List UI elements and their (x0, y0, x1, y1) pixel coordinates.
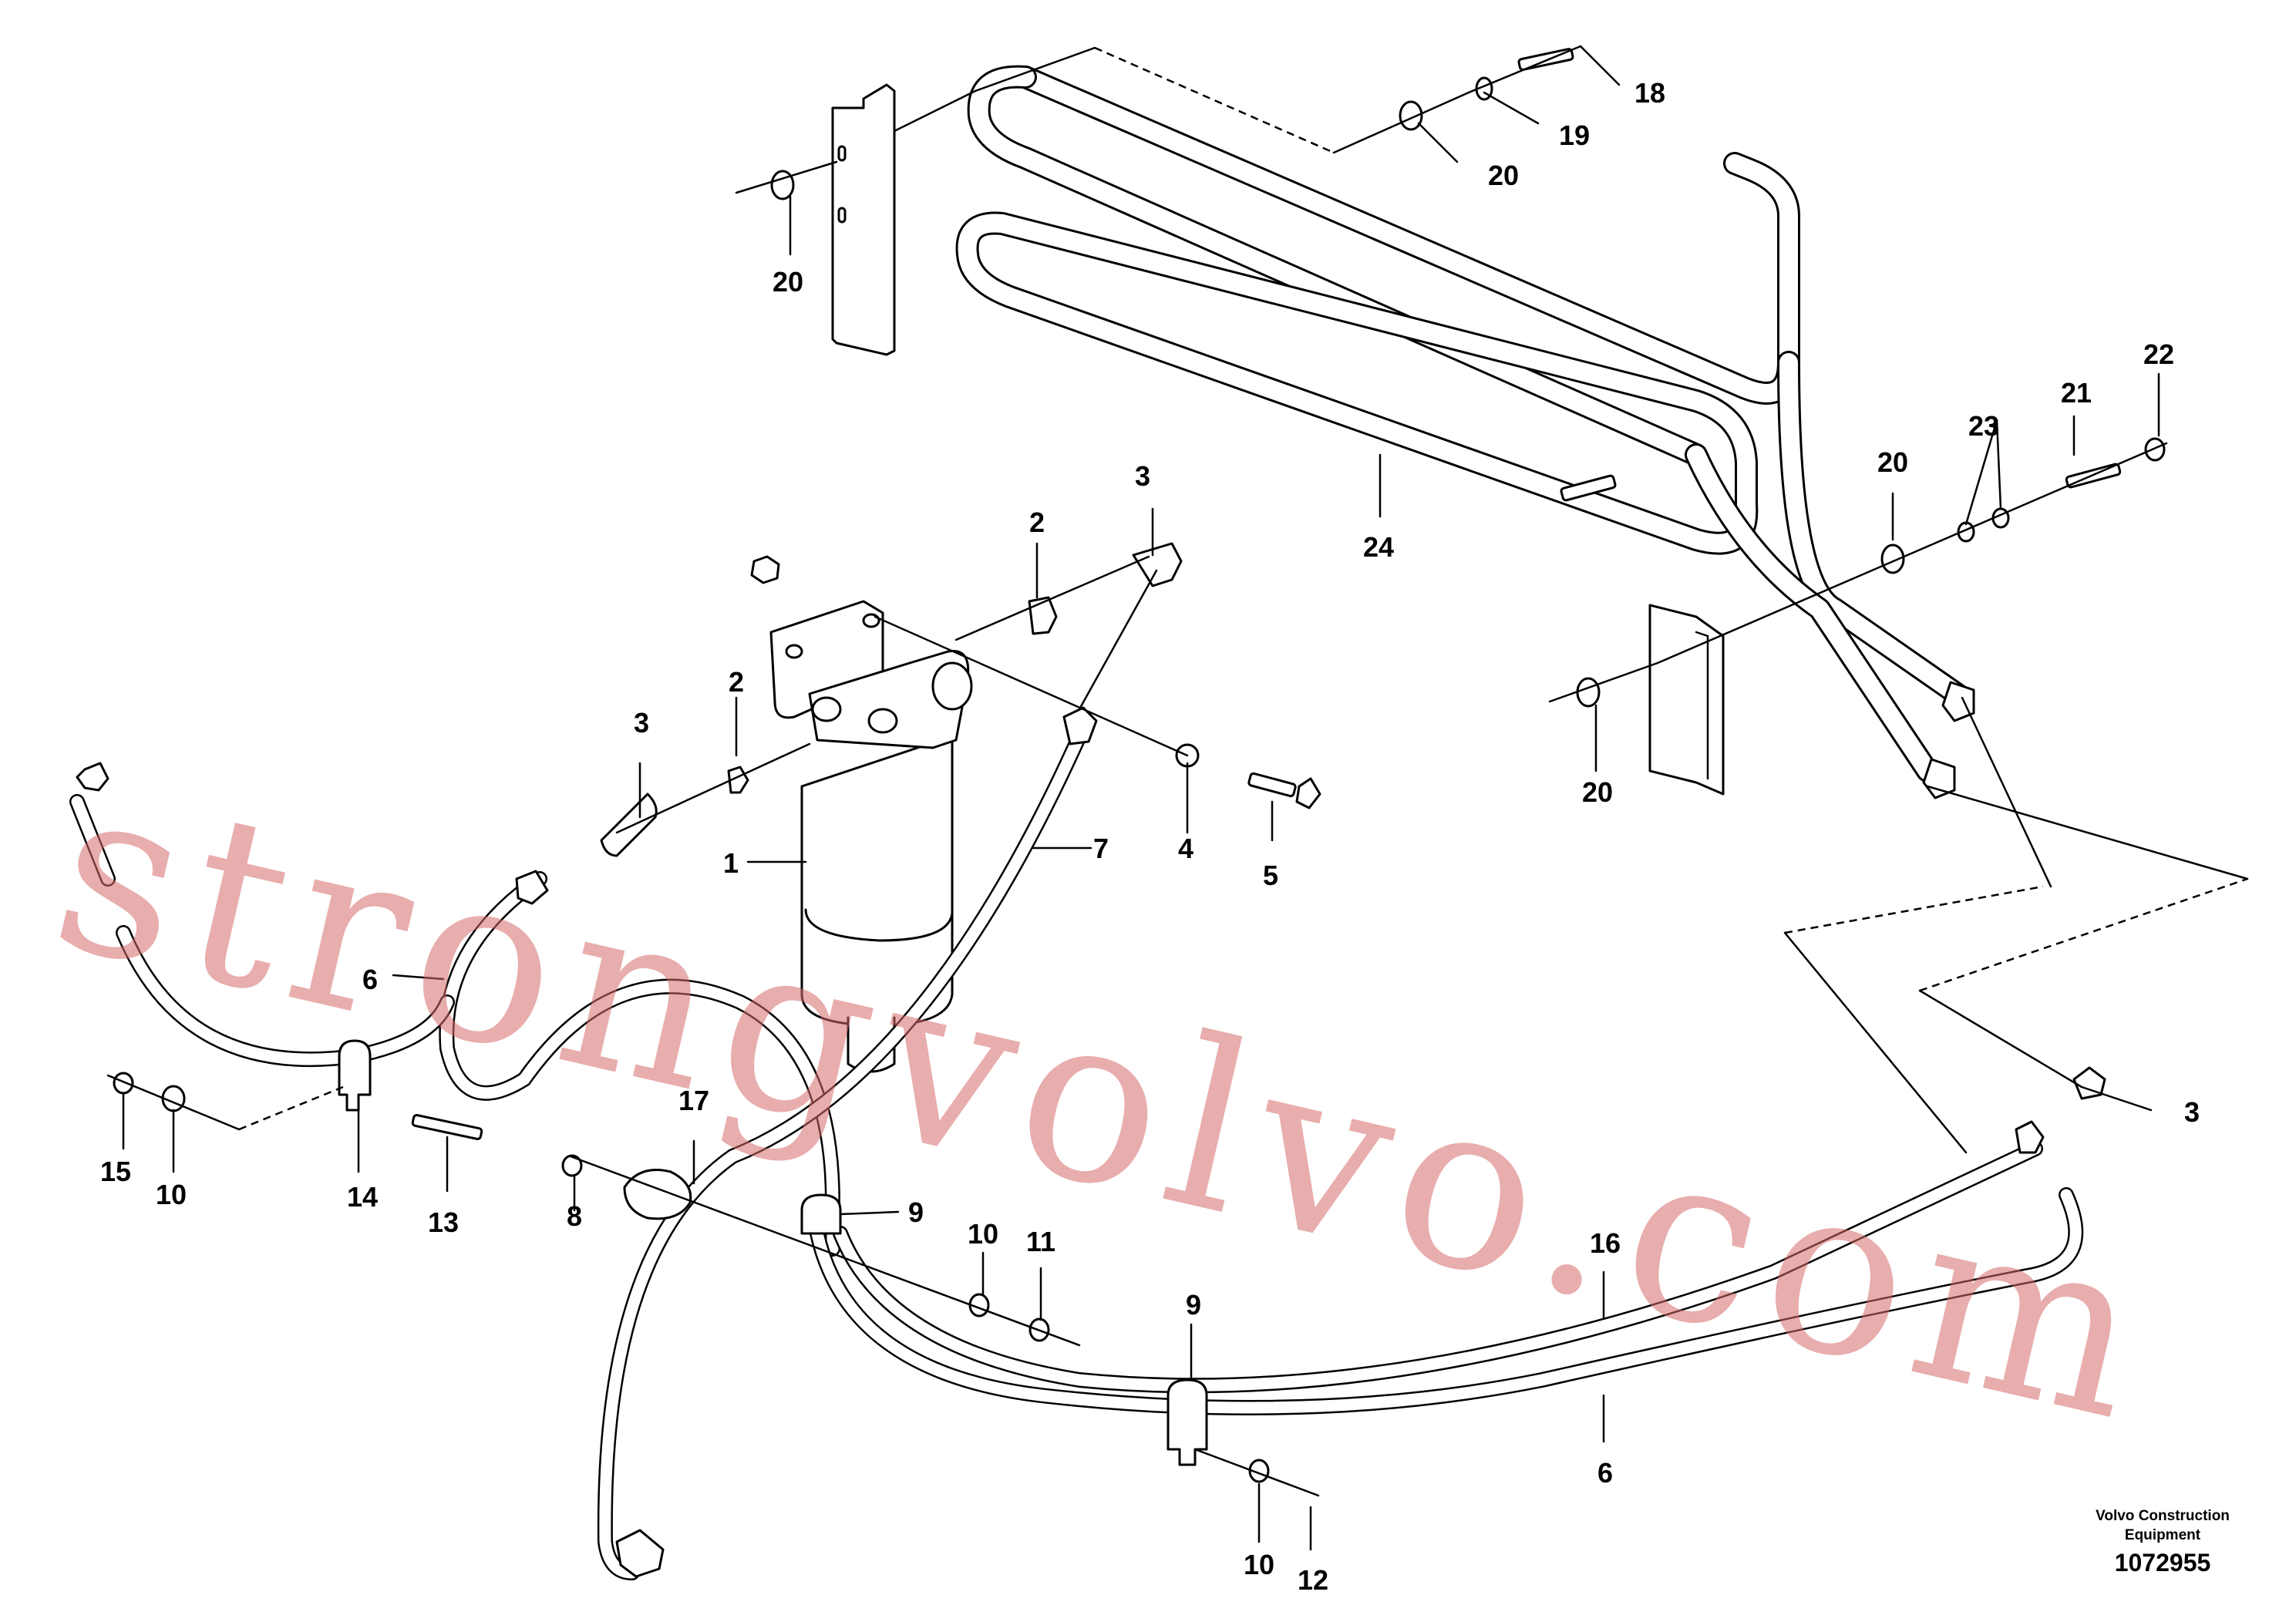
callout-14: 14 (347, 1181, 378, 1213)
callout-3: 3 (1135, 460, 1150, 492)
title-block: Volvo Construction Equipment 1072955 (2096, 1508, 2230, 1577)
callout-19: 19 (1559, 119, 1590, 151)
callout-17: 17 (678, 1085, 709, 1116)
callout-21: 21 (2061, 377, 2092, 409)
callout-4: 4 (1178, 833, 1193, 864)
callout-5: 5 (1263, 860, 1278, 891)
callout-20: 20 (1488, 160, 1519, 191)
callout-9: 9 (1186, 1289, 1201, 1321)
callout-6: 6 (1597, 1457, 1613, 1489)
hose-assemblies (69, 729, 2084, 1580)
leader-lines (106, 45, 2249, 1551)
callout-23: 23 (1968, 410, 1999, 442)
callout-8: 8 (567, 1200, 582, 1232)
callout-1: 1 (723, 847, 739, 879)
callout-10: 10 (968, 1218, 998, 1250)
callout-13: 13 (428, 1206, 459, 1238)
callout-11: 11 (1026, 1226, 1055, 1257)
callout-12: 12 (1298, 1564, 1328, 1596)
cooler-coil (955, 65, 1974, 782)
callout-18: 18 (1634, 77, 1665, 109)
callout-10: 10 (156, 1179, 187, 1210)
callout-15: 15 (100, 1156, 131, 1187)
callout-6: 6 (362, 964, 378, 995)
left-mounting-bracket (831, 83, 896, 356)
callout-labels: 1 2 2 3 3 3 4 5 6 6 7 8 9 9 10 10 10 11 … (100, 77, 2200, 1596)
manufacturer-name: Volvo Construction (2096, 1508, 2230, 1524)
callout-22: 22 (2143, 338, 2174, 370)
callout-20: 20 (773, 266, 803, 298)
manufacturer-subtitle: Equipment (2125, 1527, 2201, 1543)
callout-3: 3 (634, 707, 649, 739)
drawing-number: 1072955 (2115, 1549, 2211, 1577)
callout-9: 9 (908, 1196, 924, 1228)
callout-2: 2 (729, 666, 744, 698)
callout-3: 3 (2184, 1096, 2200, 1128)
right-mounting-bracket (1648, 604, 1725, 796)
oil-filter-assembly (750, 555, 973, 1073)
callout-2: 2 (1029, 506, 1045, 538)
callout-20: 20 (1582, 776, 1613, 808)
callout-16: 16 (1590, 1227, 1621, 1259)
callout-24: 24 (1363, 531, 1394, 563)
callout-10: 10 (1244, 1549, 1274, 1580)
callout-7: 7 (1093, 833, 1109, 864)
callout-20: 20 (1877, 446, 1908, 478)
